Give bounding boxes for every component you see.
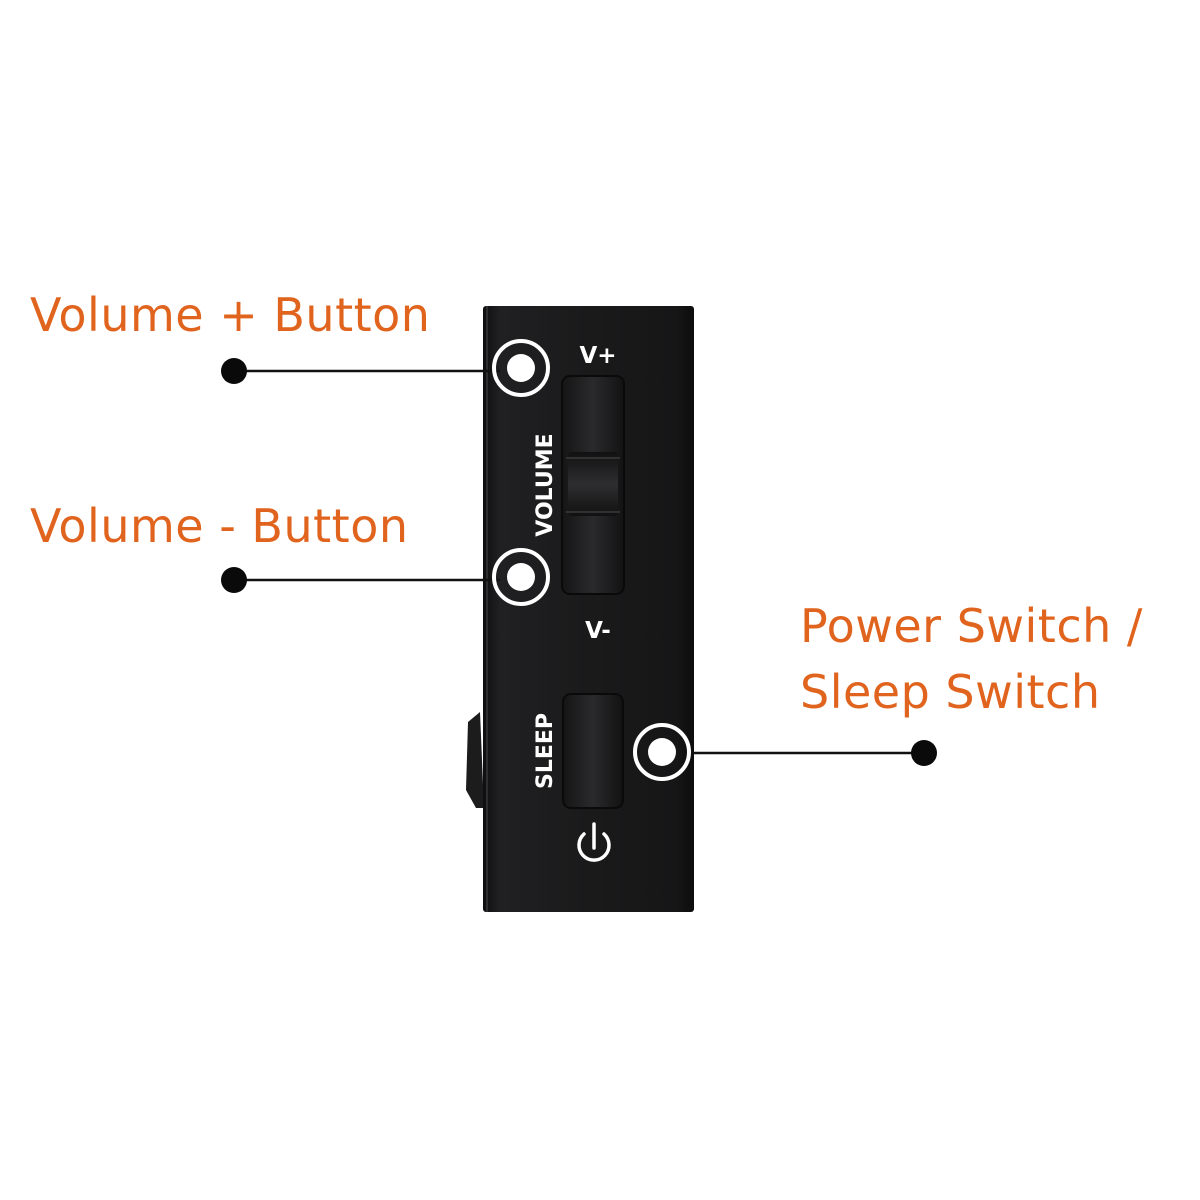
- callout-power-line-2: Sleep Switch: [800, 665, 1101, 719]
- sleep-switch[interactable]: [562, 693, 624, 809]
- v-minus-label: V-: [585, 618, 611, 644]
- callout-volume-up: Volume + Button: [30, 288, 431, 342]
- marker-volume-down: [492, 548, 550, 606]
- v-plus-label: V+: [579, 343, 616, 369]
- side-port-bump: [466, 712, 484, 808]
- power-icon: [577, 822, 611, 862]
- callout-power-switch: Power Switch / Sleep Switch: [800, 593, 1143, 725]
- volume-label: VOLUME: [533, 433, 558, 536]
- volume-rocker[interactable]: [561, 375, 625, 595]
- leader-dot-volume-up: [221, 358, 247, 384]
- callout-volume-down: Volume - Button: [30, 499, 409, 553]
- sleep-label: SLEEP: [533, 713, 558, 789]
- marker-volume-up: [492, 339, 550, 397]
- marker-power: [633, 723, 691, 781]
- device-body: [483, 306, 694, 912]
- callout-power-line-1: Power Switch /: [800, 599, 1143, 653]
- leader-dot-volume-down: [221, 567, 247, 593]
- leader-dot-power: [911, 740, 937, 766]
